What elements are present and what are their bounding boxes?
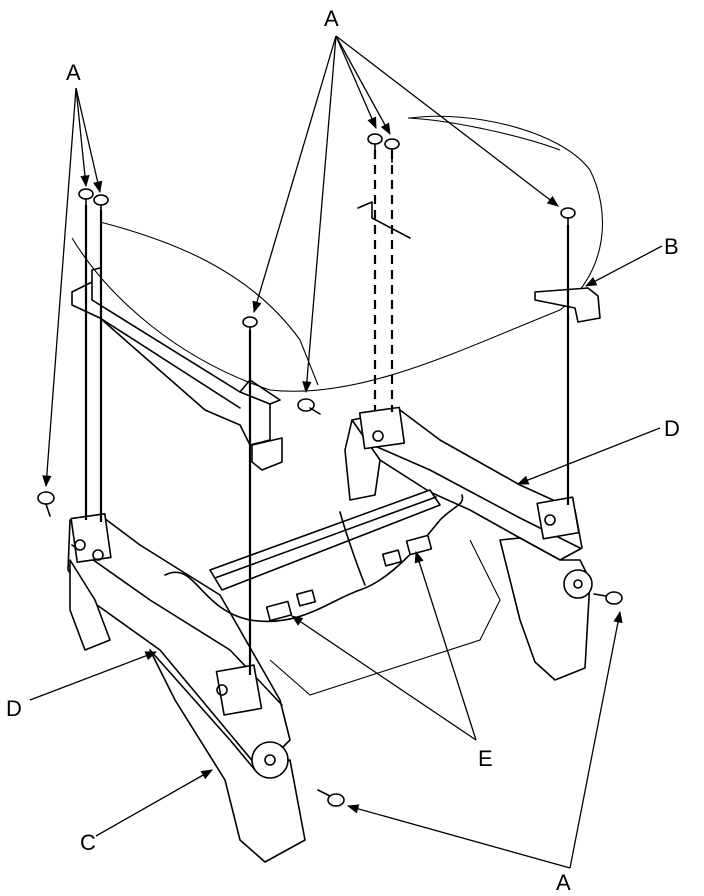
bolts xyxy=(37,133,623,807)
right-cushion-bracket xyxy=(357,201,601,323)
leader-lines xyxy=(29,35,663,869)
callout-a-top: A xyxy=(324,6,339,31)
callout-labels: A A A B C D D E xyxy=(6,6,680,895)
bolt-icon xyxy=(242,316,258,341)
bolt-icon xyxy=(37,491,55,517)
left-cushion-bracket xyxy=(71,267,283,471)
bolt-icon xyxy=(384,138,400,163)
wiring-harness xyxy=(164,494,464,623)
bolt-paths xyxy=(84,150,570,675)
callout-a-bottom: A xyxy=(556,870,571,895)
bolt-icon xyxy=(93,194,109,219)
callout-a-left: A xyxy=(66,60,81,85)
bolt-icon xyxy=(593,591,623,605)
callout-c: C xyxy=(80,830,96,855)
callout-b: B xyxy=(664,234,679,259)
bolt-icon xyxy=(367,133,383,159)
bolt-icon xyxy=(297,398,321,415)
bolt-icon xyxy=(78,188,94,213)
callout-e: E xyxy=(478,746,493,771)
bolt-icon xyxy=(317,789,345,807)
callout-d-left: D xyxy=(6,696,22,721)
callout-d-right: D xyxy=(664,416,680,441)
seat-frame xyxy=(67,406,593,863)
seat-cushion-outline xyxy=(71,115,604,392)
bolt-icon xyxy=(560,207,576,233)
